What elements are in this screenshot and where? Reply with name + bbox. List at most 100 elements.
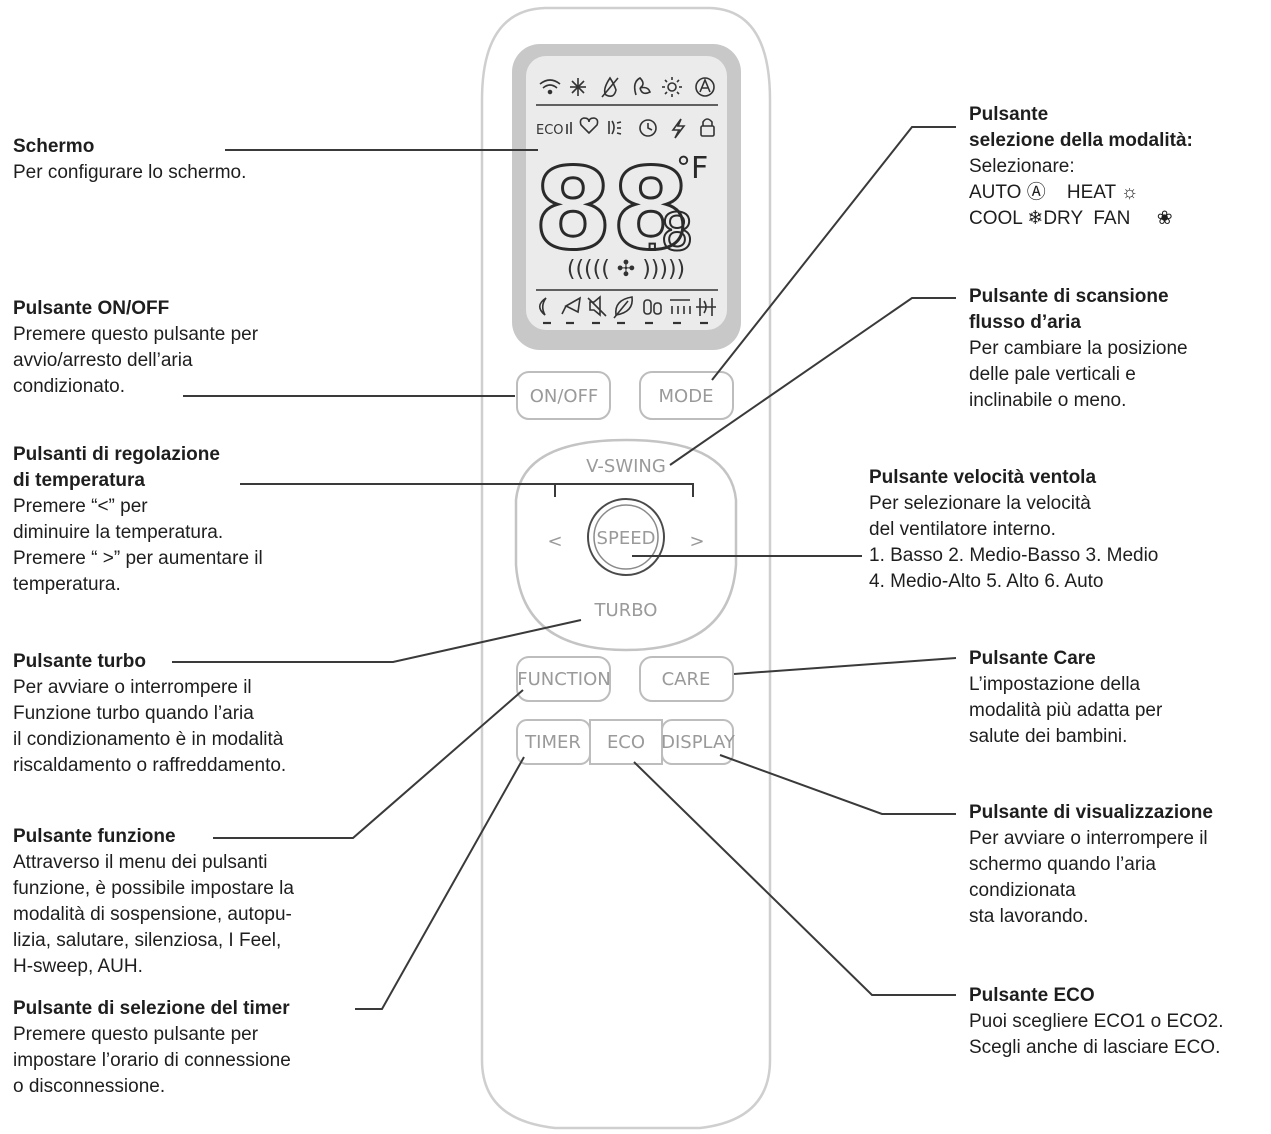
- callout-funzione-title: Pulsante funzione: [13, 826, 176, 847]
- callout-visualizzazione: Pulsante di visualizzazione Per avviare …: [969, 800, 1264, 930]
- leader-visualizzazione: [719, 754, 956, 815]
- callout-onoff-title: Pulsante ON/OFF: [13, 298, 170, 319]
- leaf-icon: [613, 296, 633, 319]
- leader-eco: [633, 761, 956, 996]
- callout-modalita-desc: Selezionare:: [969, 156, 1075, 177]
- callout-timer-desc: Premere questo pulsante per impostare l’…: [13, 1024, 291, 1097]
- leader-funzione: [213, 689, 524, 839]
- callout-temp: Pulsanti di regolazione di temperatura P…: [13, 442, 343, 598]
- lcd-digits: 88: [534, 145, 690, 275]
- callout-scansione: Pulsante di scansione flusso d’aria Per …: [969, 284, 1259, 414]
- leader-scansione: [669, 297, 956, 466]
- callout-funzione: Pulsante funzione Attraverso il menu dei…: [13, 824, 373, 980]
- auh-icon: [696, 298, 716, 316]
- leader-temp-right: [240, 483, 694, 497]
- mode-label: MODE: [659, 386, 714, 407]
- callout-onoff: Pulsante ON/OFF Premere questo pulsante …: [13, 296, 333, 400]
- lock-icon: [700, 118, 715, 137]
- leader-turbo: [172, 619, 582, 663]
- display-button[interactable]: DISPLAY: [661, 719, 736, 765]
- callout-funzione-desc: Attraverso il menu dei pulsanti funzione…: [13, 852, 294, 977]
- leader-modalita: [711, 126, 956, 381]
- callout-turbo: Pulsante turbo Per avviare o interromper…: [13, 649, 373, 779]
- timer-label: TIMER: [524, 732, 581, 753]
- speed-button[interactable]: SPEED: [587, 498, 665, 576]
- timer-button[interactable]: TIMER: [516, 719, 591, 765]
- callout-ventola-desc: Per selezionare la velocità del ventilat…: [869, 493, 1159, 592]
- callout-schermo-desc: Per configurare lo schermo.: [13, 162, 247, 183]
- mode-options-row1: AUTO Ⓐ HEAT ☼: [969, 180, 1259, 206]
- leader-care: [733, 657, 957, 675]
- temp-up-button[interactable]: >: [689, 531, 704, 552]
- callout-onoff-desc: Premere questo pulsante per avvio/arrest…: [13, 324, 259, 397]
- lcd-bottom-icons: [538, 295, 716, 325]
- function-button[interactable]: FUNCTION: [516, 656, 611, 702]
- onoff-button[interactable]: ON/OFF: [516, 371, 611, 420]
- leader-lines: [172, 126, 957, 1010]
- clock-icon: [639, 119, 657, 137]
- lcd-unit: °F: [676, 151, 708, 186]
- callout-ventola-title: Pulsante velocità ventola: [869, 467, 1097, 488]
- callout-temp-desc: Premere “<” per diminuire la temperatura…: [13, 496, 263, 595]
- lcd-decimal: .8: [644, 203, 694, 263]
- light-icon: [608, 120, 622, 135]
- callout-turbo-title: Pulsante turbo: [13, 651, 147, 672]
- function-label: FUNCTION: [517, 669, 611, 690]
- mode-options-row2: COOL ❄DRY FAN ❀: [969, 206, 1259, 232]
- auto-icon: [695, 77, 715, 97]
- callout-temp-title: Pulsanti di regolazione di temperatura: [13, 444, 220, 491]
- callout-turbo-desc: Per avviare o interrompere il Funzione t…: [13, 677, 287, 776]
- speed-label: SPEED: [597, 528, 656, 549]
- callout-care-title: Pulsante Care: [969, 648, 1096, 669]
- care-button[interactable]: CARE: [639, 656, 734, 702]
- temp-down-button[interactable]: <: [547, 531, 562, 552]
- callout-schermo-title: Schermo: [13, 136, 95, 157]
- callout-ventola: Pulsante velocità ventola Per selezionar…: [869, 465, 1264, 595]
- onoff-label: ON/OFF: [530, 386, 599, 407]
- eco-button[interactable]: ECO: [589, 719, 663, 765]
- fan-mode-icon: [633, 77, 651, 96]
- mode-opt-auto: AUTO Ⓐ: [969, 182, 1046, 203]
- callout-scansione-title: Pulsante di scansione flusso d’aria: [969, 286, 1169, 333]
- mode-button[interactable]: MODE: [639, 371, 734, 420]
- sun-icon: [662, 77, 682, 97]
- callout-eco: Pulsante ECO Puoi scegliere ECO1 o ECO2.…: [969, 983, 1269, 1061]
- lcd-eco-label: ECO: [536, 123, 564, 138]
- callout-timer: Pulsante di selezione del timer Premere …: [13, 996, 373, 1100]
- lcd-top-icons: [539, 76, 715, 98]
- care-heart-icon: [579, 117, 599, 135]
- callout-timer-title: Pulsante di selezione del timer: [13, 998, 290, 1019]
- callout-care: Pulsante Care L’impostazione della modal…: [969, 646, 1259, 750]
- callout-visualizzazione-title: Pulsante di visualizzazione: [969, 802, 1213, 823]
- callout-visualizzazione-desc: Per avviare o interrompere il schermo qu…: [969, 828, 1208, 927]
- ifeel-icon: [643, 299, 662, 315]
- sweep-icon: [670, 299, 691, 314]
- snowflake-icon: [570, 78, 586, 96]
- leader-timer: [355, 756, 525, 1010]
- eco-label: ECO: [607, 732, 645, 753]
- callout-schermo: Schermo Per configurare lo schermo.: [13, 134, 313, 186]
- mute-icon: [587, 295, 607, 317]
- turbo-bolt-icon: [671, 118, 686, 139]
- eco-bars-icon: [566, 122, 572, 134]
- mode-opt-cool: COOL ❄DRY: [969, 208, 1083, 229]
- display-label: DISPLAY: [661, 732, 736, 753]
- callout-eco-desc: Puoi scegliere ECO1 o ECO2. Scegli anche…: [969, 1011, 1224, 1058]
- turbo-button[interactable]: TURBO: [594, 600, 658, 621]
- dry-drop-icon: [601, 76, 619, 98]
- callout-care-desc: L’impostazione della modalità più adatta…: [969, 674, 1163, 747]
- callout-modalita-title: Pulsante selezione della modalità:: [969, 104, 1193, 151]
- mode-opt-fan: FAN: [1093, 208, 1131, 229]
- callout-modalita: Pulsante selezione della modalità: Selez…: [969, 102, 1259, 232]
- mode-opt-heat: HEAT ☼: [1066, 182, 1139, 203]
- callout-scansione-desc: Per cambiare la posizione delle pale ver…: [969, 338, 1188, 411]
- clean-icon: [561, 296, 582, 315]
- lcd-fan-bar: ((((( ✣ ))))): [567, 257, 685, 282]
- wifi-icon: [539, 79, 561, 95]
- fan-flower-icon: ❀: [1156, 208, 1173, 229]
- sleep-moon-icon: [538, 297, 547, 316]
- vswing-button[interactable]: V-SWING: [586, 456, 666, 477]
- callout-eco-title: Pulsante ECO: [969, 985, 1095, 1006]
- care-label: CARE: [662, 669, 711, 690]
